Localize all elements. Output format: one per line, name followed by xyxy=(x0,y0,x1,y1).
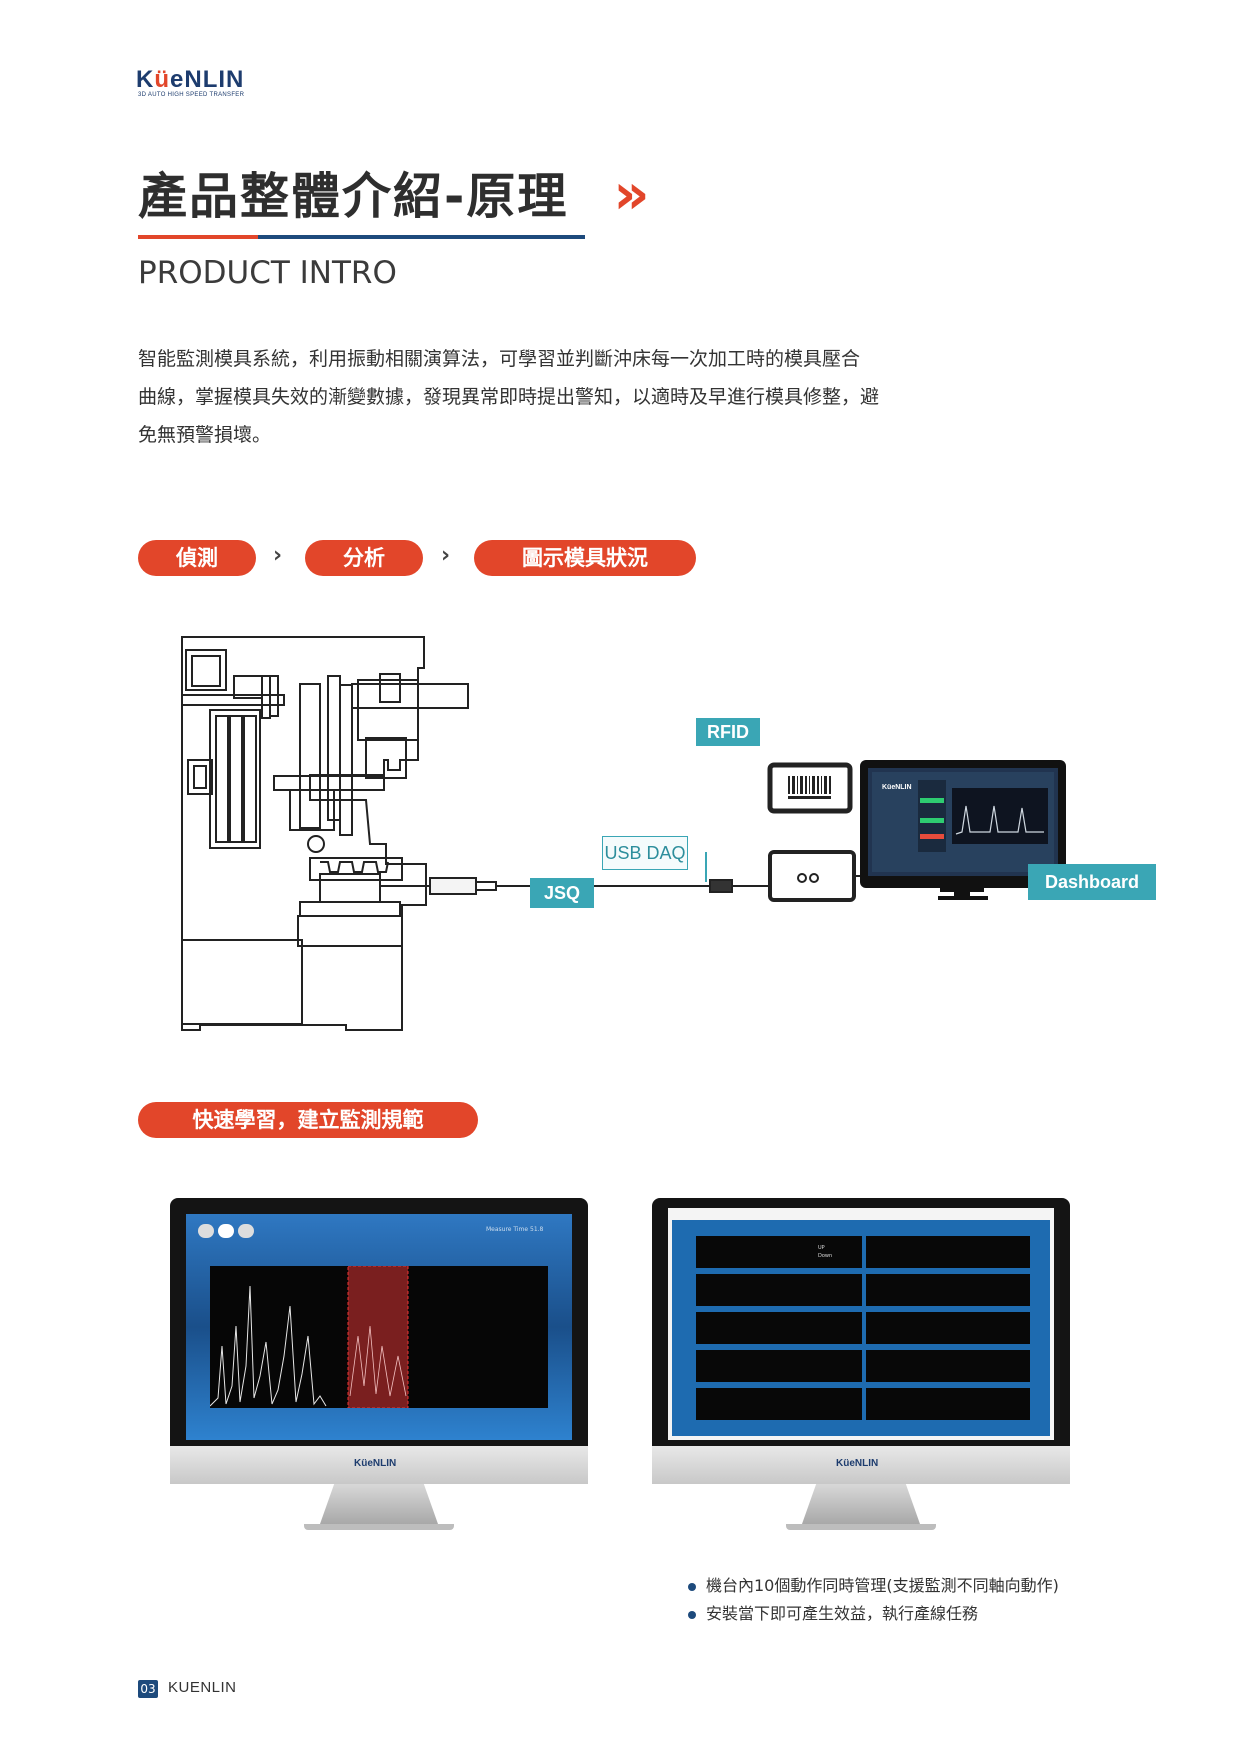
monitor-chin: KüeNLIN xyxy=(170,1446,588,1484)
channel-panel xyxy=(696,1388,862,1420)
jsq-label: JSQ xyxy=(530,878,594,908)
monitor-screen: UP Down xyxy=(668,1208,1054,1440)
rfid-reader xyxy=(767,762,853,814)
learning-heading-pill: 快速學習，建立監測規範 xyxy=(138,1102,478,1138)
logo-text-k: K xyxy=(136,66,155,93)
chevron-right-icon: › xyxy=(441,543,451,568)
down-label: Down xyxy=(818,1253,833,1259)
feature-list: 機台內10個動作同時管理(支援監測不同軸向動作) 安裝當下即可產生效益，執行產線… xyxy=(688,1572,1059,1628)
channel-panel xyxy=(696,1236,862,1268)
waveform-chart xyxy=(209,1265,409,1409)
barcode-icon xyxy=(788,776,831,799)
brand-tagline: 3D AUTO HIGH SPEED TRANSFER xyxy=(138,92,245,98)
step-display-pill: 圖示模具狀況 xyxy=(474,540,696,576)
sensor-cable xyxy=(380,877,770,895)
page-number: 03 xyxy=(138,1680,158,1698)
channel-panel xyxy=(866,1236,1030,1268)
mode-button[interactable] xyxy=(238,1224,254,1238)
mode-button[interactable] xyxy=(198,1224,214,1238)
page-subtitle: PRODUCT INTRO xyxy=(138,255,397,291)
feature-item: 機台內10個動作同時管理(支援監測不同軸向動作) xyxy=(688,1572,1059,1600)
monitor-stand xyxy=(802,1484,920,1524)
intro-line: 智能監測模具系統，利用振動相關演算法，可學習並判斷沖床每一次加工時的模具壓合 xyxy=(138,348,861,370)
intro-paragraph: 智能監測模具系統，利用振動相關演算法，可學習並判斷沖床每一次加工時的模具壓合 曲… xyxy=(138,340,938,454)
channel-panel xyxy=(696,1350,862,1382)
rfid-label: RFID xyxy=(696,718,760,746)
feature-item: 安裝當下即可產生效益，執行產線任務 xyxy=(688,1600,1059,1628)
usb-daq-label: USB DAQ xyxy=(602,836,688,870)
intro-line: 曲線，掌握模具失效的漸變數據，發現異常即時提出警知，以適時及早進行模具修整，避 xyxy=(138,386,880,408)
monitor-logo: KüeNLIN xyxy=(354,1458,397,1469)
monitor-base xyxy=(786,1524,936,1530)
channel-panel xyxy=(866,1312,1030,1344)
right-imac-monitor: UP Down KüeNLIN xyxy=(652,1198,1070,1538)
usb-daq-device xyxy=(768,850,910,902)
bullet-dot-icon xyxy=(688,1582,696,1591)
up-label: UP xyxy=(818,1245,825,1251)
bullet-dot-icon xyxy=(688,1610,696,1619)
intro-line: 免無預警損壞。 xyxy=(138,424,272,446)
monitor-base xyxy=(304,1524,454,1530)
monitor-stand xyxy=(320,1484,438,1524)
channel-panel xyxy=(866,1388,1030,1420)
logo-text-u: ü xyxy=(154,66,171,93)
title-underline-orange xyxy=(138,235,258,239)
chevron-right-icon: › xyxy=(273,543,283,568)
footer-brand: KUENLIN xyxy=(168,1679,237,1696)
mode-button[interactable] xyxy=(218,1224,234,1238)
dashboard-label: Dashboard xyxy=(1028,864,1156,900)
double-chevron-icon: » xyxy=(613,162,652,227)
mode-buttons xyxy=(198,1224,258,1238)
feature-item-text: 機台內10個動作同時管理(支援監測不同軸向動作) xyxy=(706,1576,1059,1595)
step-analyze-pill: 分析 xyxy=(305,540,423,576)
brand-logo: KüeNLIN xyxy=(136,66,244,94)
dashboard-screen-logo: KüeNLIN xyxy=(882,784,912,791)
waveform-panel xyxy=(209,1265,548,1409)
feature-item-text: 安裝當下即可產生效益，執行產線任務 xyxy=(706,1604,979,1623)
logo-text-rest: eNLIN xyxy=(170,66,245,93)
title-underline-blue xyxy=(258,235,585,239)
page-title-text: 產品整體介紹-原理 xyxy=(138,168,569,225)
dashboard-monitor xyxy=(860,760,1066,900)
monitor-screen: Measure Time 51.8 xyxy=(186,1214,572,1440)
step-detect-pill: 偵測 xyxy=(138,540,256,576)
channel-panel xyxy=(696,1274,862,1306)
up-down-readout: UP Down xyxy=(818,1244,832,1260)
system-diagram xyxy=(181,636,1090,1031)
left-imac-monitor: Measure Time 51.8 KüeNLIN xyxy=(170,1198,588,1538)
channel-panel xyxy=(866,1350,1030,1382)
measure-time-text: Measure Time 51.8 xyxy=(486,1226,544,1233)
page-title: 產品整體介紹-原理 » xyxy=(138,157,652,228)
channel-panel xyxy=(696,1312,862,1344)
press-machine-drawing xyxy=(181,636,469,1031)
monitor-chin: KüeNLIN xyxy=(652,1446,1070,1484)
channel-panel xyxy=(866,1274,1030,1306)
monitor-logo: KüeNLIN xyxy=(836,1458,879,1469)
